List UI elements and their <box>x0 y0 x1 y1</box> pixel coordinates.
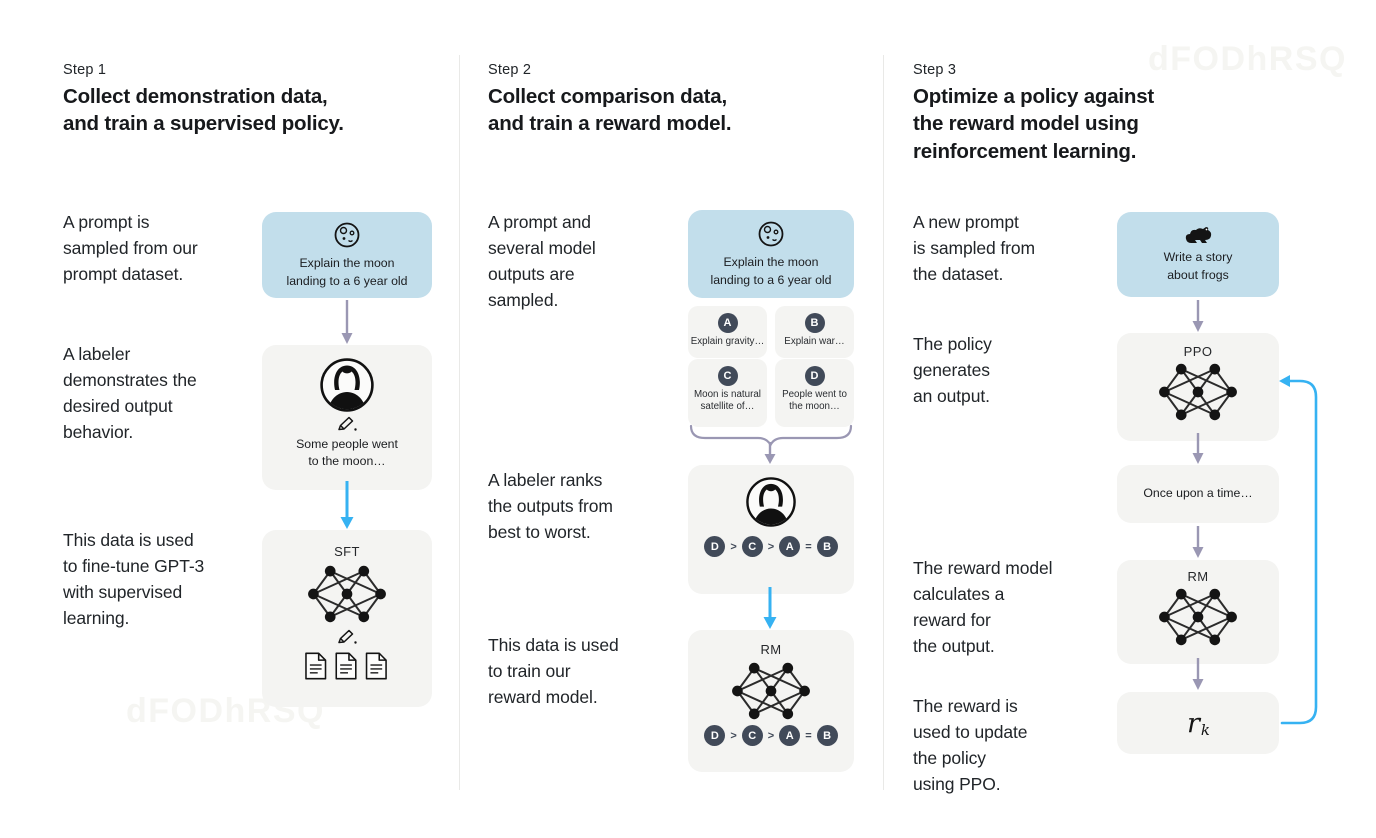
model-label: PPO <box>1183 344 1213 359</box>
output-caption: Moon is natural satellite of… <box>694 389 761 413</box>
ranking-separator: > <box>730 540 737 553</box>
neural-network-icon <box>1159 363 1237 421</box>
flow-arrow-gray-icon <box>1192 433 1204 464</box>
step-description: This data is used to train our reward mo… <box>488 635 619 707</box>
flow-arrow-gray-icon <box>1192 658 1204 690</box>
step-description: A prompt and several model outputs are s… <box>488 212 596 310</box>
step-description: A labeler ranks the outputs from best to… <box>488 470 613 542</box>
ranking-badge: C <box>741 725 763 746</box>
column-divider <box>883 55 884 790</box>
step-label: Step 1 <box>63 62 107 78</box>
column-divider <box>459 55 460 790</box>
neural-network-icon <box>308 565 386 623</box>
neural-network-icon <box>732 662 810 720</box>
flow-arrow-blue-icon <box>763 587 777 629</box>
step-description: A labeler demonstrates the desired outpu… <box>63 344 197 442</box>
flow-arrow-gray-icon <box>1192 300 1204 332</box>
ranking-badge: A <box>779 536 801 557</box>
output-caption: People went to the moon… <box>782 389 847 413</box>
output-card: B Explain war… <box>775 306 854 358</box>
labeler-avatar-icon <box>320 358 374 412</box>
output-caption: Explain gravity… <box>690 336 765 347</box>
prompt-text: Write a story about frogs <box>1163 250 1233 282</box>
step-description: A prompt is sampled from our prompt data… <box>63 212 198 284</box>
moon-icon <box>758 221 784 247</box>
neural-network-icon <box>1159 588 1237 646</box>
step-description: The policy generates an output. <box>913 334 992 406</box>
reward-symbol: r <box>1186 707 1200 739</box>
flow-arrow-blue-icon <box>340 481 354 529</box>
ranking-separator: = <box>805 729 812 742</box>
labeler-box: Some people went to the moon… <box>262 345 432 490</box>
pencil-icon <box>338 629 357 644</box>
model-label: RM <box>760 642 782 657</box>
step-title: Optimize a policy against the reward mod… <box>913 85 1155 163</box>
model-box-sft: SFT <box>262 530 432 707</box>
ranking-separator: > <box>730 729 737 742</box>
prompt-text: Explain the moon landing to a 6 year old <box>286 256 408 288</box>
step-title: Collect comparison data, and train a rew… <box>488 85 732 136</box>
ranking-badge: D <box>704 725 726 746</box>
model-label: SFT <box>334 544 360 559</box>
flow-arrow-gray-icon <box>764 442 776 464</box>
step-label: Step 2 <box>488 62 532 78</box>
step-description: A new prompt is sampled from the dataset… <box>913 212 1036 284</box>
step-description: The reward model calculates a reward for… <box>913 558 1053 656</box>
prompt-box: Write a story about frogs <box>1117 212 1279 297</box>
prompt-box: Explain the moon landing to a 6 year old <box>688 210 854 298</box>
ranking-badge: D <box>704 536 726 557</box>
pencil-icon <box>338 416 357 431</box>
moon-icon <box>334 222 360 248</box>
step-label: Step 3 <box>913 62 957 78</box>
output-caption: Explain war… <box>784 336 845 347</box>
labeler-output-text: Some people went to the moon… <box>296 437 398 469</box>
ranking-separator: > <box>767 540 775 553</box>
output-card: C Moon is natural satellite of… <box>688 359 767 427</box>
policy-output-text: Once upon a time… <box>1143 486 1253 501</box>
step-title: Collect demonstration data, and train a … <box>63 85 344 136</box>
prompt-text: Explain the moon landing to a 6 year old <box>710 255 832 287</box>
model-box-rm: RM <box>1117 560 1279 664</box>
step-description: This data is used to fine-tune GPT-3 wit… <box>63 530 205 628</box>
output-badge: A <box>717 313 738 333</box>
policy-box-ppo: PPO <box>1117 333 1279 441</box>
output-badge: C <box>717 366 738 386</box>
ranking-badge: C <box>741 536 763 557</box>
documents-icon <box>305 652 387 680</box>
output-card: A Explain gravity… <box>688 306 767 358</box>
model-box-rm: RM D > C > A = B <box>688 630 854 772</box>
frog-icon <box>1185 227 1212 244</box>
model-label: RM <box>1187 569 1209 584</box>
ranking-badge: B <box>816 536 838 557</box>
ranking-row: D > C > A = B <box>704 536 838 557</box>
ranking-badge: B <box>816 725 838 746</box>
labeler-avatar-icon <box>746 477 796 527</box>
flow-arrow-gray-icon <box>341 300 353 344</box>
output-badge: B <box>804 313 825 333</box>
prompt-box: Explain the moon landing to a 6 year old <box>262 212 432 298</box>
ranking-separator: = <box>805 540 812 553</box>
feedback-arrow-icon <box>1279 375 1318 725</box>
ranking-row: D > C > A = B <box>704 725 838 746</box>
ranking-separator: > <box>767 729 775 742</box>
output-badge: D <box>804 366 825 386</box>
output-box: Once upon a time… <box>1117 465 1279 523</box>
output-card: D People went to the moon… <box>775 359 854 427</box>
labeler-box: D > C > A = B <box>688 465 854 594</box>
flow-arrow-gray-icon <box>1192 526 1204 558</box>
ranking-badge: A <box>779 725 801 746</box>
step-description: The reward is used to update the policy … <box>913 696 1028 794</box>
reward-subscript: k <box>1200 721 1210 739</box>
watermark: dFODhRSQ <box>1148 40 1347 78</box>
